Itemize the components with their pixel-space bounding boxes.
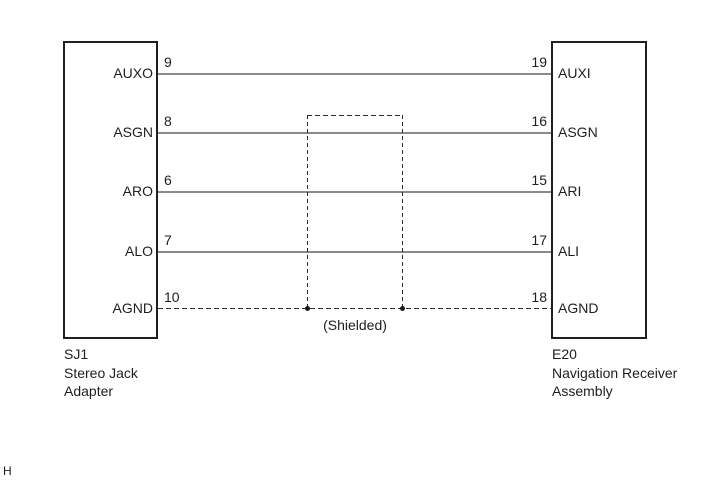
pin-label-aro: ARO: [122, 183, 153, 199]
wire-aro-ari: [158, 191, 551, 193]
pin-label-asgn-right: ASGN: [558, 124, 598, 140]
connector-box-e20: [551, 41, 647, 339]
pin-number-8: 8: [164, 113, 172, 129]
wire-alo-ali: [158, 251, 551, 253]
pin-number-15: 15: [531, 172, 547, 188]
shield-outline-right: [402, 115, 404, 308]
right-connector-name-line2: Assembly: [552, 383, 613, 399]
left-connector-name-line2: Adapter: [64, 383, 114, 399]
shield-label: (Shielded): [323, 317, 387, 333]
left-connector-name-line1: Stereo Jack: [64, 364, 138, 381]
pin-label-alo: ALO: [124, 243, 153, 259]
left-connector-caption: SJ1 Stereo Jack Adapter: [64, 345, 138, 401]
pin-label-ari: ARI: [558, 183, 582, 199]
wire-auxo-auxi: [158, 73, 551, 75]
shield-ground-junction-dot-left: [305, 306, 310, 311]
pin-number-17: 17: [531, 232, 547, 248]
shield-outline-left: [307, 115, 309, 308]
pin-number-16: 16: [531, 113, 547, 129]
pin-label-auxi: AUXI: [558, 65, 591, 81]
right-connector-caption: E20 Navigation Receiver Assembly: [552, 345, 677, 401]
left-connector-code: SJ1: [64, 346, 89, 362]
pin-number-7: 7: [164, 232, 172, 248]
right-connector-name-line1: Navigation Receiver: [552, 364, 678, 381]
pin-number-10: 10: [164, 289, 180, 305]
page-grid-marker: H: [3, 464, 12, 478]
pin-label-asgn-left: ASGN: [113, 124, 153, 140]
wire-agnd-agnd-dashed: [158, 308, 551, 310]
pin-number-18: 18: [531, 289, 547, 305]
pin-number-9: 9: [164, 54, 172, 70]
right-connector-code: E20: [552, 346, 577, 362]
wire-asgn-asgn: [158, 132, 551, 134]
pin-label-ali: ALI: [558, 243, 580, 259]
pin-label-agnd-right: AGND: [558, 300, 599, 316]
pin-label-agnd-left: AGND: [112, 300, 153, 316]
shield-ground-junction-dot-right: [400, 306, 405, 311]
connector-box-sj1: [63, 41, 158, 339]
shield-outline-top: [307, 115, 403, 117]
pin-number-6: 6: [164, 172, 172, 188]
pin-label-auxo: AUXO: [113, 65, 153, 81]
pin-number-19: 19: [531, 54, 547, 70]
